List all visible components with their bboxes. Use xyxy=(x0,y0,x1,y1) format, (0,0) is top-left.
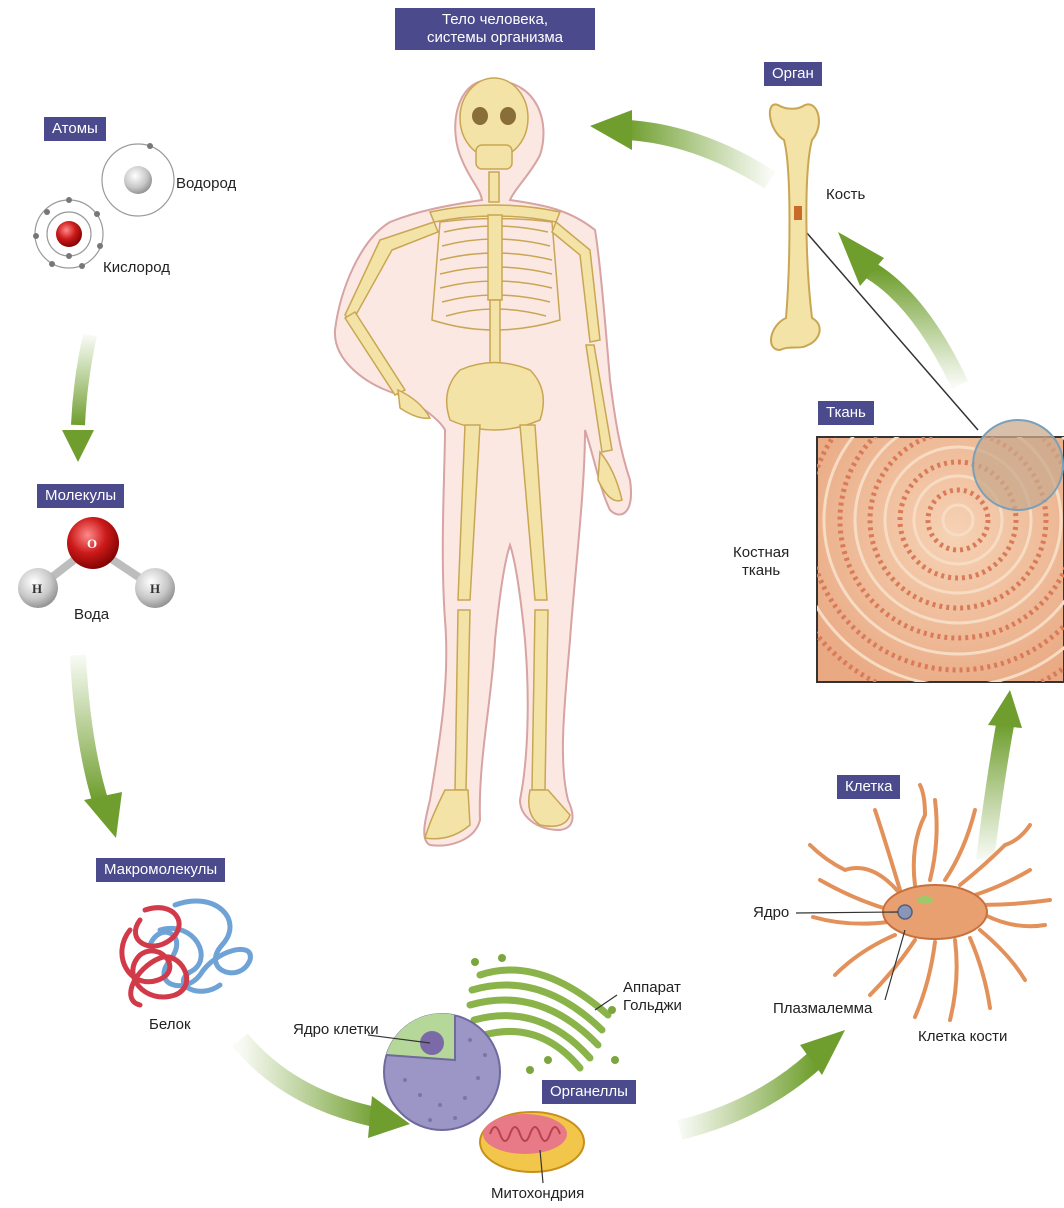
arrow-organ-to-body xyxy=(590,110,770,180)
bone-tissue-image xyxy=(776,225,1064,702)
arrow-atoms-to-molecules xyxy=(62,335,94,462)
mitochondrion xyxy=(480,1112,584,1172)
arrow-molecules-to-macromolecules xyxy=(78,655,122,838)
label-plasmalemma: Плазмалемма xyxy=(773,1000,872,1018)
arrow-macromolecules-to-organelles xyxy=(240,1040,410,1138)
bone-cell xyxy=(810,785,1050,1020)
tag-macromolecules: Макромолекулы xyxy=(96,858,225,882)
label-bone: Кость xyxy=(826,186,865,204)
label-water: Вода xyxy=(74,606,109,624)
cell-nucleus xyxy=(384,1013,500,1130)
title-tag-human-body: Тело человека, системы организма xyxy=(395,8,595,50)
protein-illustration xyxy=(122,901,251,1005)
tag-organ: Орган xyxy=(764,62,822,86)
label-mitochondria: Митохондрия xyxy=(491,1185,584,1203)
arrow-tissue-to-organ xyxy=(838,232,960,385)
bone-organ xyxy=(770,104,820,350)
tag-cell: Клетка xyxy=(837,775,900,799)
arrow-organelles-to-cell xyxy=(680,1030,845,1130)
label-bone-cell: Клетка кости xyxy=(918,1028,1007,1046)
label-atom-h-left: H xyxy=(32,580,42,598)
label-atom-o: O xyxy=(87,535,97,553)
label-atom-h-right: H xyxy=(150,580,160,598)
oxygen-atom xyxy=(33,197,103,269)
tag-tissue: Ткань xyxy=(818,401,874,425)
human-skeleton xyxy=(335,78,631,846)
hydrogen-atom xyxy=(102,143,174,216)
label-nucleus: Ядро xyxy=(753,904,789,922)
label-bone-tissue: Костная ткань xyxy=(733,544,789,580)
label-protein: Белок xyxy=(149,1016,191,1034)
label-cell-nucleus: Ядро клетки xyxy=(293,1021,379,1039)
arrow-cell-to-tissue xyxy=(985,690,1022,860)
tag-atoms: Атомы xyxy=(44,117,106,141)
tag-molecules: Молекулы xyxy=(37,484,124,508)
label-oxygen: Кислород xyxy=(103,259,170,277)
label-golgi: Аппарат Гольджи xyxy=(623,979,682,1015)
label-hydrogen: Водород xyxy=(176,175,236,193)
tag-organelles: Органеллы xyxy=(542,1080,636,1104)
